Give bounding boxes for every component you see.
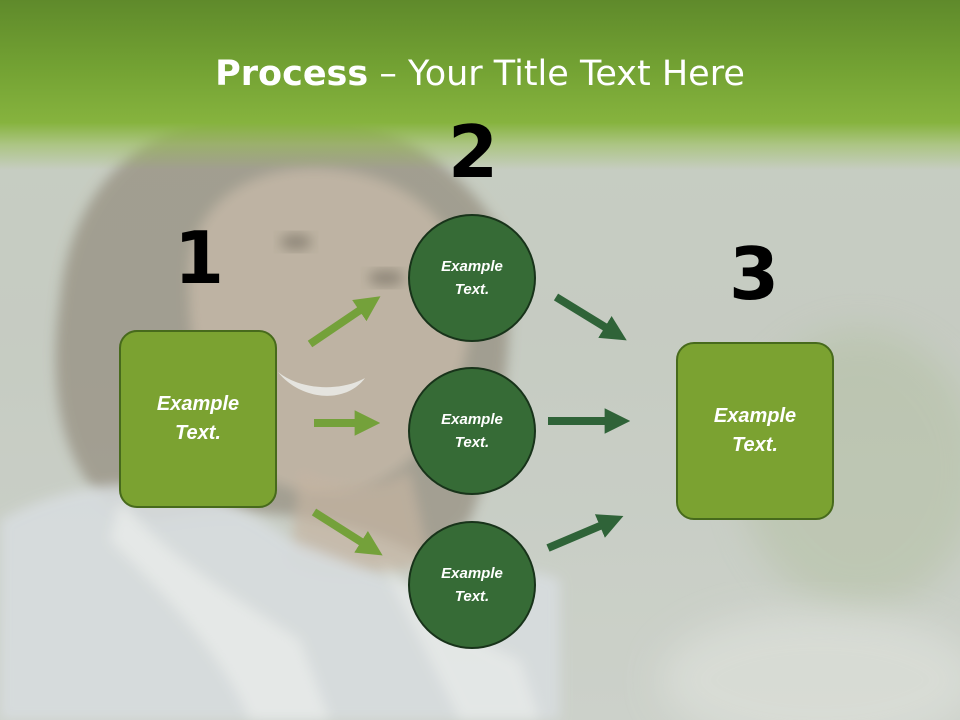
circle-3-line1: Example: [441, 565, 503, 582]
step-number-2: 2: [447, 110, 499, 194]
right-arrow-icon: [546, 514, 624, 552]
start-box-line1: Example: [156, 393, 240, 415]
right-arrow-icon: [307, 296, 381, 348]
end-box: Example Text.: [676, 342, 834, 520]
middle-circle-2: Example Text.: [408, 367, 536, 495]
circle-1-line2: Text.: [454, 281, 490, 298]
end-box-line1: Example: [713, 405, 797, 427]
title-strong: Process: [215, 54, 369, 94]
circle-2-line2: Text.: [454, 434, 490, 451]
middle-circle-3: Example Text.: [408, 521, 536, 649]
circle-3-line2: Text.: [454, 588, 490, 605]
step-number-3: 3: [728, 232, 780, 316]
title-rest: – Your Title Text Here: [368, 54, 745, 94]
end-box-line2: Text.: [732, 434, 778, 456]
right-arrow-icon: [311, 508, 383, 556]
start-box-line2: Text.: [175, 422, 221, 444]
right-arrow-icon: [553, 293, 627, 341]
title-bar: [0, 0, 960, 170]
start-box: Example Text.: [119, 330, 277, 508]
step-number-1: 1: [173, 216, 225, 300]
slide-title: Process – Your Title Text Here: [0, 52, 960, 96]
circle-1-line1: Example: [441, 258, 503, 275]
middle-circle-1: Example Text.: [408, 214, 536, 342]
circle-2-line1: Example: [441, 411, 503, 428]
